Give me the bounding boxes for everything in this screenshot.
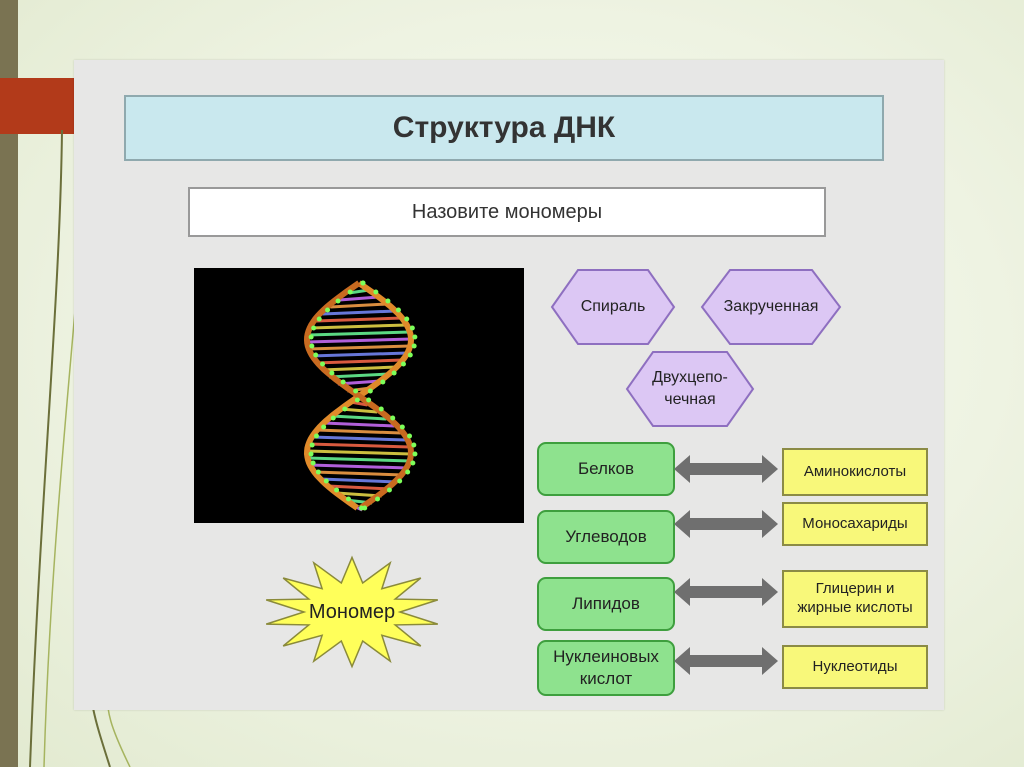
- monomer-label: Глицерин и жирные кислоты: [797, 580, 913, 616]
- monomer-box-monosaccharides: Моносахариды: [782, 502, 928, 546]
- monomer-label: Аминокислоты: [803, 462, 907, 480]
- star-label: Мономер: [308, 600, 396, 623]
- property-hexagon-double-stranded: Двухцепо- чечная: [625, 350, 755, 428]
- double-arrow-icon: [674, 578, 778, 606]
- polymer-box-nucleic-acids: Нуклеиновых кислот: [537, 640, 675, 696]
- polymer-label: Белков: [577, 458, 635, 478]
- property-label: Закрученная: [723, 298, 819, 316]
- property-label: Спираль: [580, 298, 646, 316]
- slide-panel: Структура ДНК Назовите мономеры Спираль …: [74, 60, 944, 710]
- monomer-box-nucleotides: Нуклеотиды: [782, 645, 928, 689]
- dna-double-helix-image: [194, 268, 524, 523]
- red-accent-tab: [0, 78, 74, 134]
- slide-title: Структура ДНК: [124, 95, 884, 161]
- polymer-box-proteins: Белков: [537, 442, 675, 496]
- monomer-label: Нуклеотиды: [812, 657, 898, 675]
- polymer-box-lipids: Липидов: [537, 577, 675, 631]
- polymer-label: Нуклеиновых кислот: [553, 646, 659, 688]
- question-box: Назовите мономеры: [188, 187, 826, 237]
- monomer-box-amino-acids: Аминокислоты: [782, 448, 928, 496]
- polymer-label: Липидов: [572, 593, 640, 613]
- monomer-star: Мономер: [262, 552, 442, 672]
- double-arrow-icon: [674, 647, 778, 675]
- double-arrow-icon: [674, 510, 778, 538]
- monomer-box-glycerol-fatty-acids: Глицерин и жирные кислоты: [782, 570, 928, 628]
- property-hexagon-spiral: Спираль: [550, 268, 676, 346]
- property-hexagon-twisted: Закрученная: [700, 268, 842, 346]
- polymer-box-carbohydrates: Углеводов: [537, 510, 675, 564]
- left-decor-strip: [0, 0, 18, 767]
- property-label: Двухцепо- чечная: [652, 369, 728, 408]
- polymer-label: Углеводов: [565, 526, 647, 546]
- double-arrow-icon: [674, 455, 778, 483]
- monomer-label: Моносахариды: [802, 514, 908, 532]
